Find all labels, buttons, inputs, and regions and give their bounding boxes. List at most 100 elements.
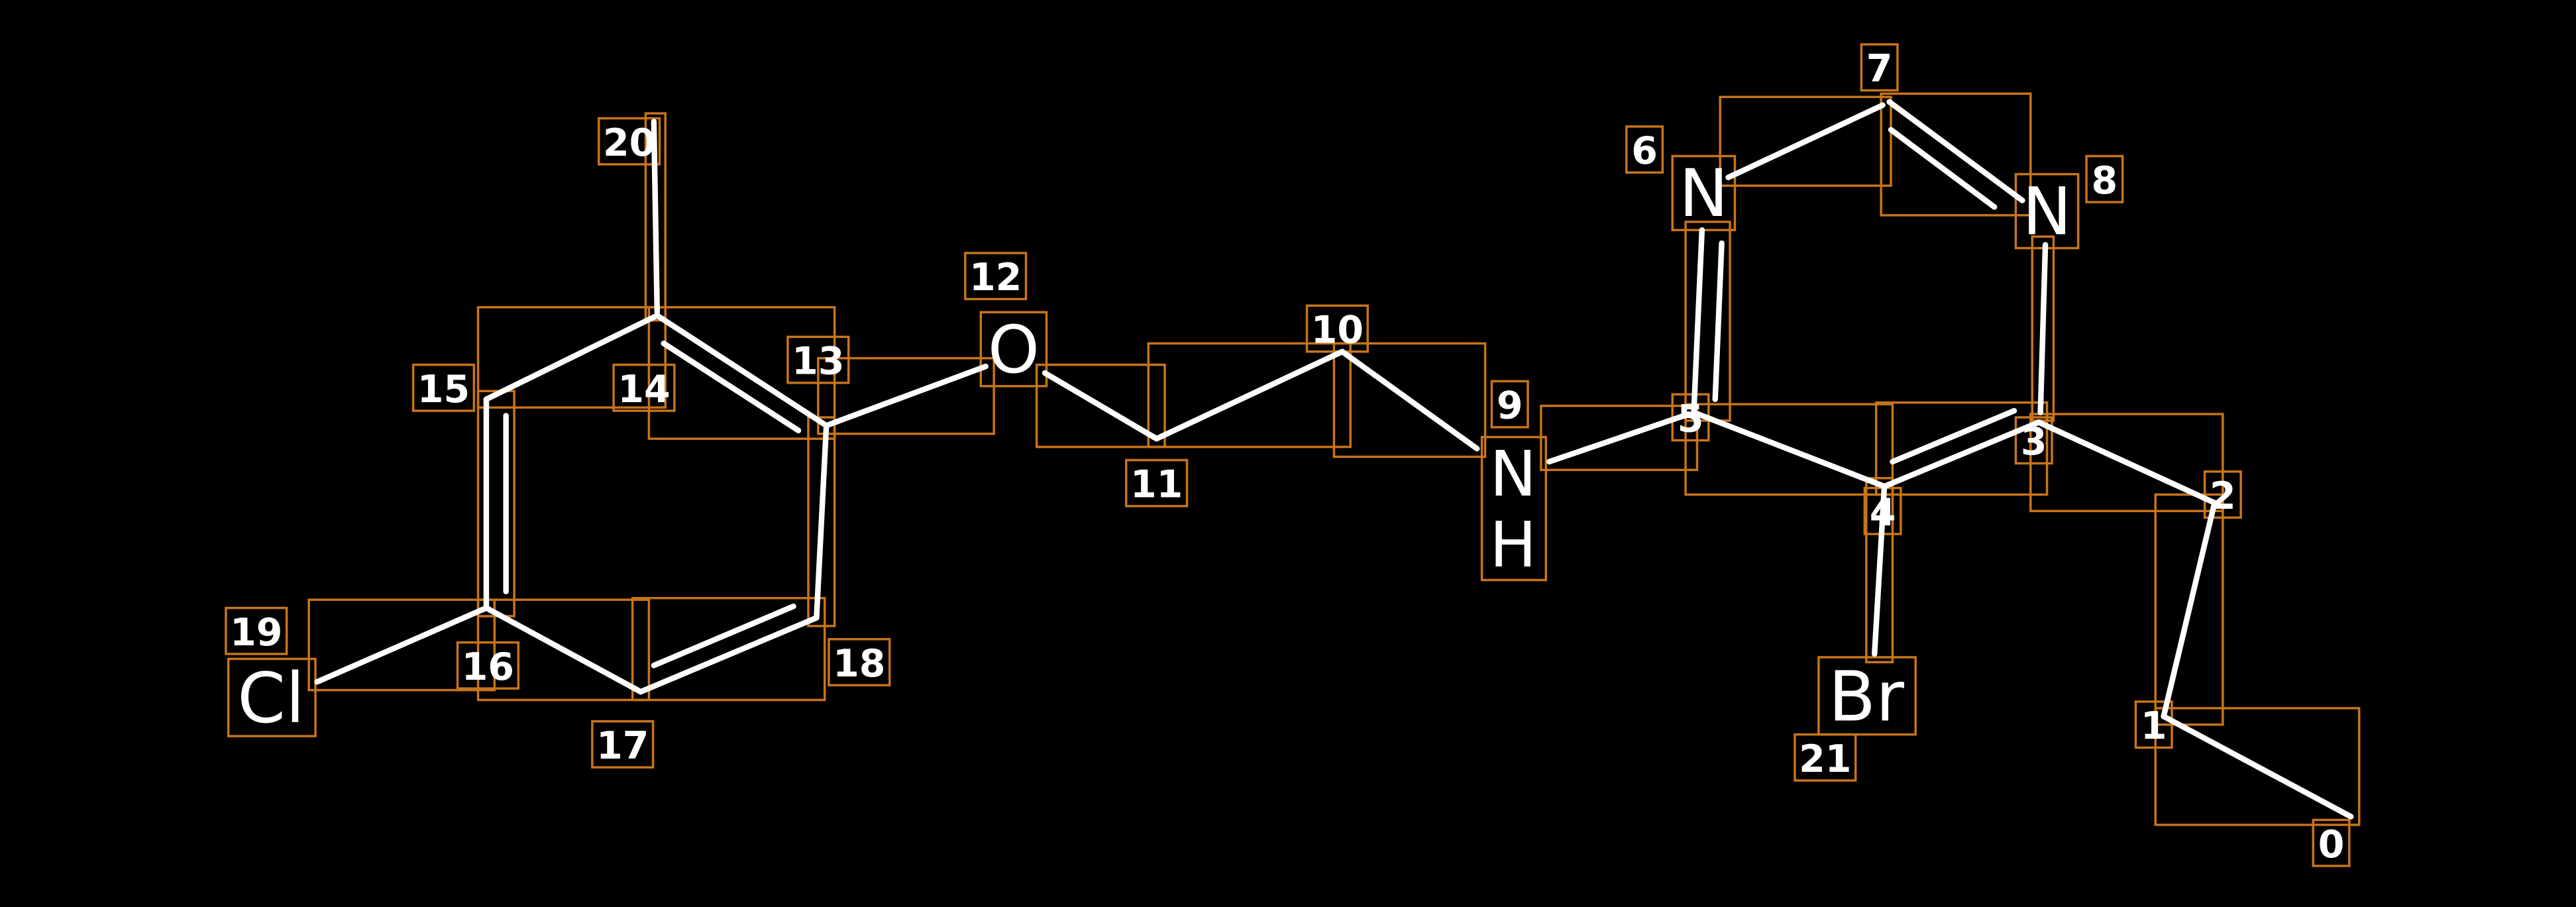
bond-line-3-4-inner (1890, 407, 2017, 465)
bond-line-6-7 (1725, 102, 1886, 181)
atom-index-box-15 (411, 363, 476, 412)
bond-line-5-6 (1691, 227, 1705, 415)
bond-line-17-18 (637, 615, 820, 695)
bond-box-3-4 (1874, 401, 2049, 496)
atom-index-box-16 (456, 641, 520, 690)
bond-box-16-17 (476, 598, 651, 702)
bond-box-4-21 (1865, 476, 1894, 664)
atom-index-box-0 (2312, 818, 2351, 867)
bond-box-7-8 (1880, 92, 2032, 217)
atom-index-box-17 (591, 720, 655, 769)
bond-line-12-11 (1042, 370, 1159, 442)
bond-line-7-8-inner (1888, 127, 1998, 210)
atom-symbol-19: Cl (237, 658, 305, 739)
bond-line-4-21 (1871, 483, 1888, 657)
atom-symbol-9: N (1489, 439, 1536, 511)
atom-index-label-20: 20 (603, 121, 655, 165)
bond-line-3-2 (2035, 419, 2218, 506)
bond-line-9-5 (1546, 411, 1692, 465)
atom-index-label-8: 8 (2092, 159, 2118, 203)
atom-index-box-20 (598, 117, 661, 166)
bond-box-2-1 (2154, 493, 2224, 726)
atom-index-label-12: 12 (969, 256, 1022, 299)
atom-symbol-6: N (1679, 156, 1728, 232)
bond-box-4-5 (1684, 403, 1894, 496)
bond-box-10-9 (1332, 342, 1487, 458)
bond-line-14-20 (651, 119, 661, 315)
atom-index-label-10: 10 (1311, 308, 1364, 352)
bond-box-8-3 (2031, 235, 2055, 422)
bond-line-13-14 (654, 312, 830, 429)
bond-box-6-7 (1719, 95, 1892, 187)
atom-index-label-16: 16 (462, 645, 514, 689)
atom-index-label-2: 2 (2210, 474, 2236, 518)
atom-index-box-13 (786, 335, 850, 384)
atom-index-box-11 (1125, 458, 1189, 507)
bond-box-14-20 (644, 112, 667, 322)
bond-box-11-10 (1147, 342, 1352, 449)
bond-box-14-15 (476, 306, 667, 409)
atom-index-label-19: 19 (230, 611, 282, 655)
bond-line-1-0 (2161, 714, 2354, 820)
atom-index-box-3 (2014, 416, 2053, 465)
bond-line-7-8 (1886, 99, 2025, 203)
bond-line-14-15 (483, 312, 661, 402)
atom-index-box-18 (828, 638, 891, 686)
atom-index-label-21: 21 (1799, 737, 1851, 781)
atom-index-box-2 (2203, 470, 2242, 519)
atom-index-label-13: 13 (792, 340, 844, 384)
bond-box-12-11 (1035, 363, 1166, 449)
atom-index-label-9: 9 (1497, 384, 1523, 428)
atom-index-box-7 (1860, 43, 1899, 92)
bond-box-17-18 (631, 597, 826, 702)
bond-line-8-3 (2037, 242, 2049, 415)
atom-symbol-12: O (988, 312, 1040, 388)
atom-symbol-21: Br (1829, 657, 1904, 737)
atom-symbol-9-h: H (1489, 509, 1536, 582)
bond-box-18-13 (807, 416, 836, 627)
bond-box-1-0 (2154, 707, 2361, 826)
atom-symbol-8: N (2022, 174, 2071, 250)
atom-index-label-15: 15 (417, 368, 470, 411)
atom-index-box-9 (1490, 380, 1529, 429)
bond-line-11-10 (1154, 348, 1346, 442)
atom-index-box-6 (1625, 125, 1664, 174)
atom-index-label-17: 17 (596, 724, 649, 768)
bond-line-5-6-inner (1712, 240, 1725, 402)
atom-index-label-3: 3 (2021, 420, 2047, 464)
atom-index-box-8 (2085, 154, 2124, 203)
bond-line-10-9 (1339, 348, 1480, 452)
bond-line-2-1 (2161, 500, 2218, 720)
atom-index-label-1: 1 (2141, 704, 2167, 748)
atom-index-box-21 (1794, 733, 1857, 782)
atom-box-12 (979, 311, 1048, 388)
atom-index-label-0: 0 (2318, 823, 2345, 867)
atom-index-label-5: 5 (1678, 397, 1704, 441)
atom-index-box-1 (2134, 700, 2173, 749)
atom-index-label-11: 11 (1130, 463, 1183, 507)
bond-line-3-4 (1881, 419, 2042, 490)
bond-line-17-18-inner (651, 603, 796, 668)
atom-index-label-6: 6 (1631, 129, 1658, 173)
bond-line-16-17 (483, 605, 644, 695)
atom-box-19 (227, 657, 317, 737)
atom-index-label-14: 14 (617, 368, 670, 411)
atom-index-box-12 (964, 252, 1028, 301)
bond-line-13-12 (824, 363, 989, 429)
atom-index-label-7: 7 (1866, 47, 1893, 91)
bond-line-18-13 (814, 423, 830, 621)
atom-index-label-18: 18 (833, 642, 885, 686)
bond-box-13-14 (647, 306, 836, 440)
atom-index-label-4: 4 (1870, 491, 1896, 535)
atom-index-box-19 (225, 606, 288, 655)
bond-box-16-19 (307, 598, 496, 692)
atom-box-21 (1817, 656, 1917, 736)
bond-line-13-14-inner (661, 341, 802, 433)
atom-box-9 (1480, 435, 1548, 582)
bond-line-4-5 (1691, 409, 1888, 490)
atom-index-box-14 (612, 363, 676, 412)
bond-line-16-19 (314, 605, 490, 685)
